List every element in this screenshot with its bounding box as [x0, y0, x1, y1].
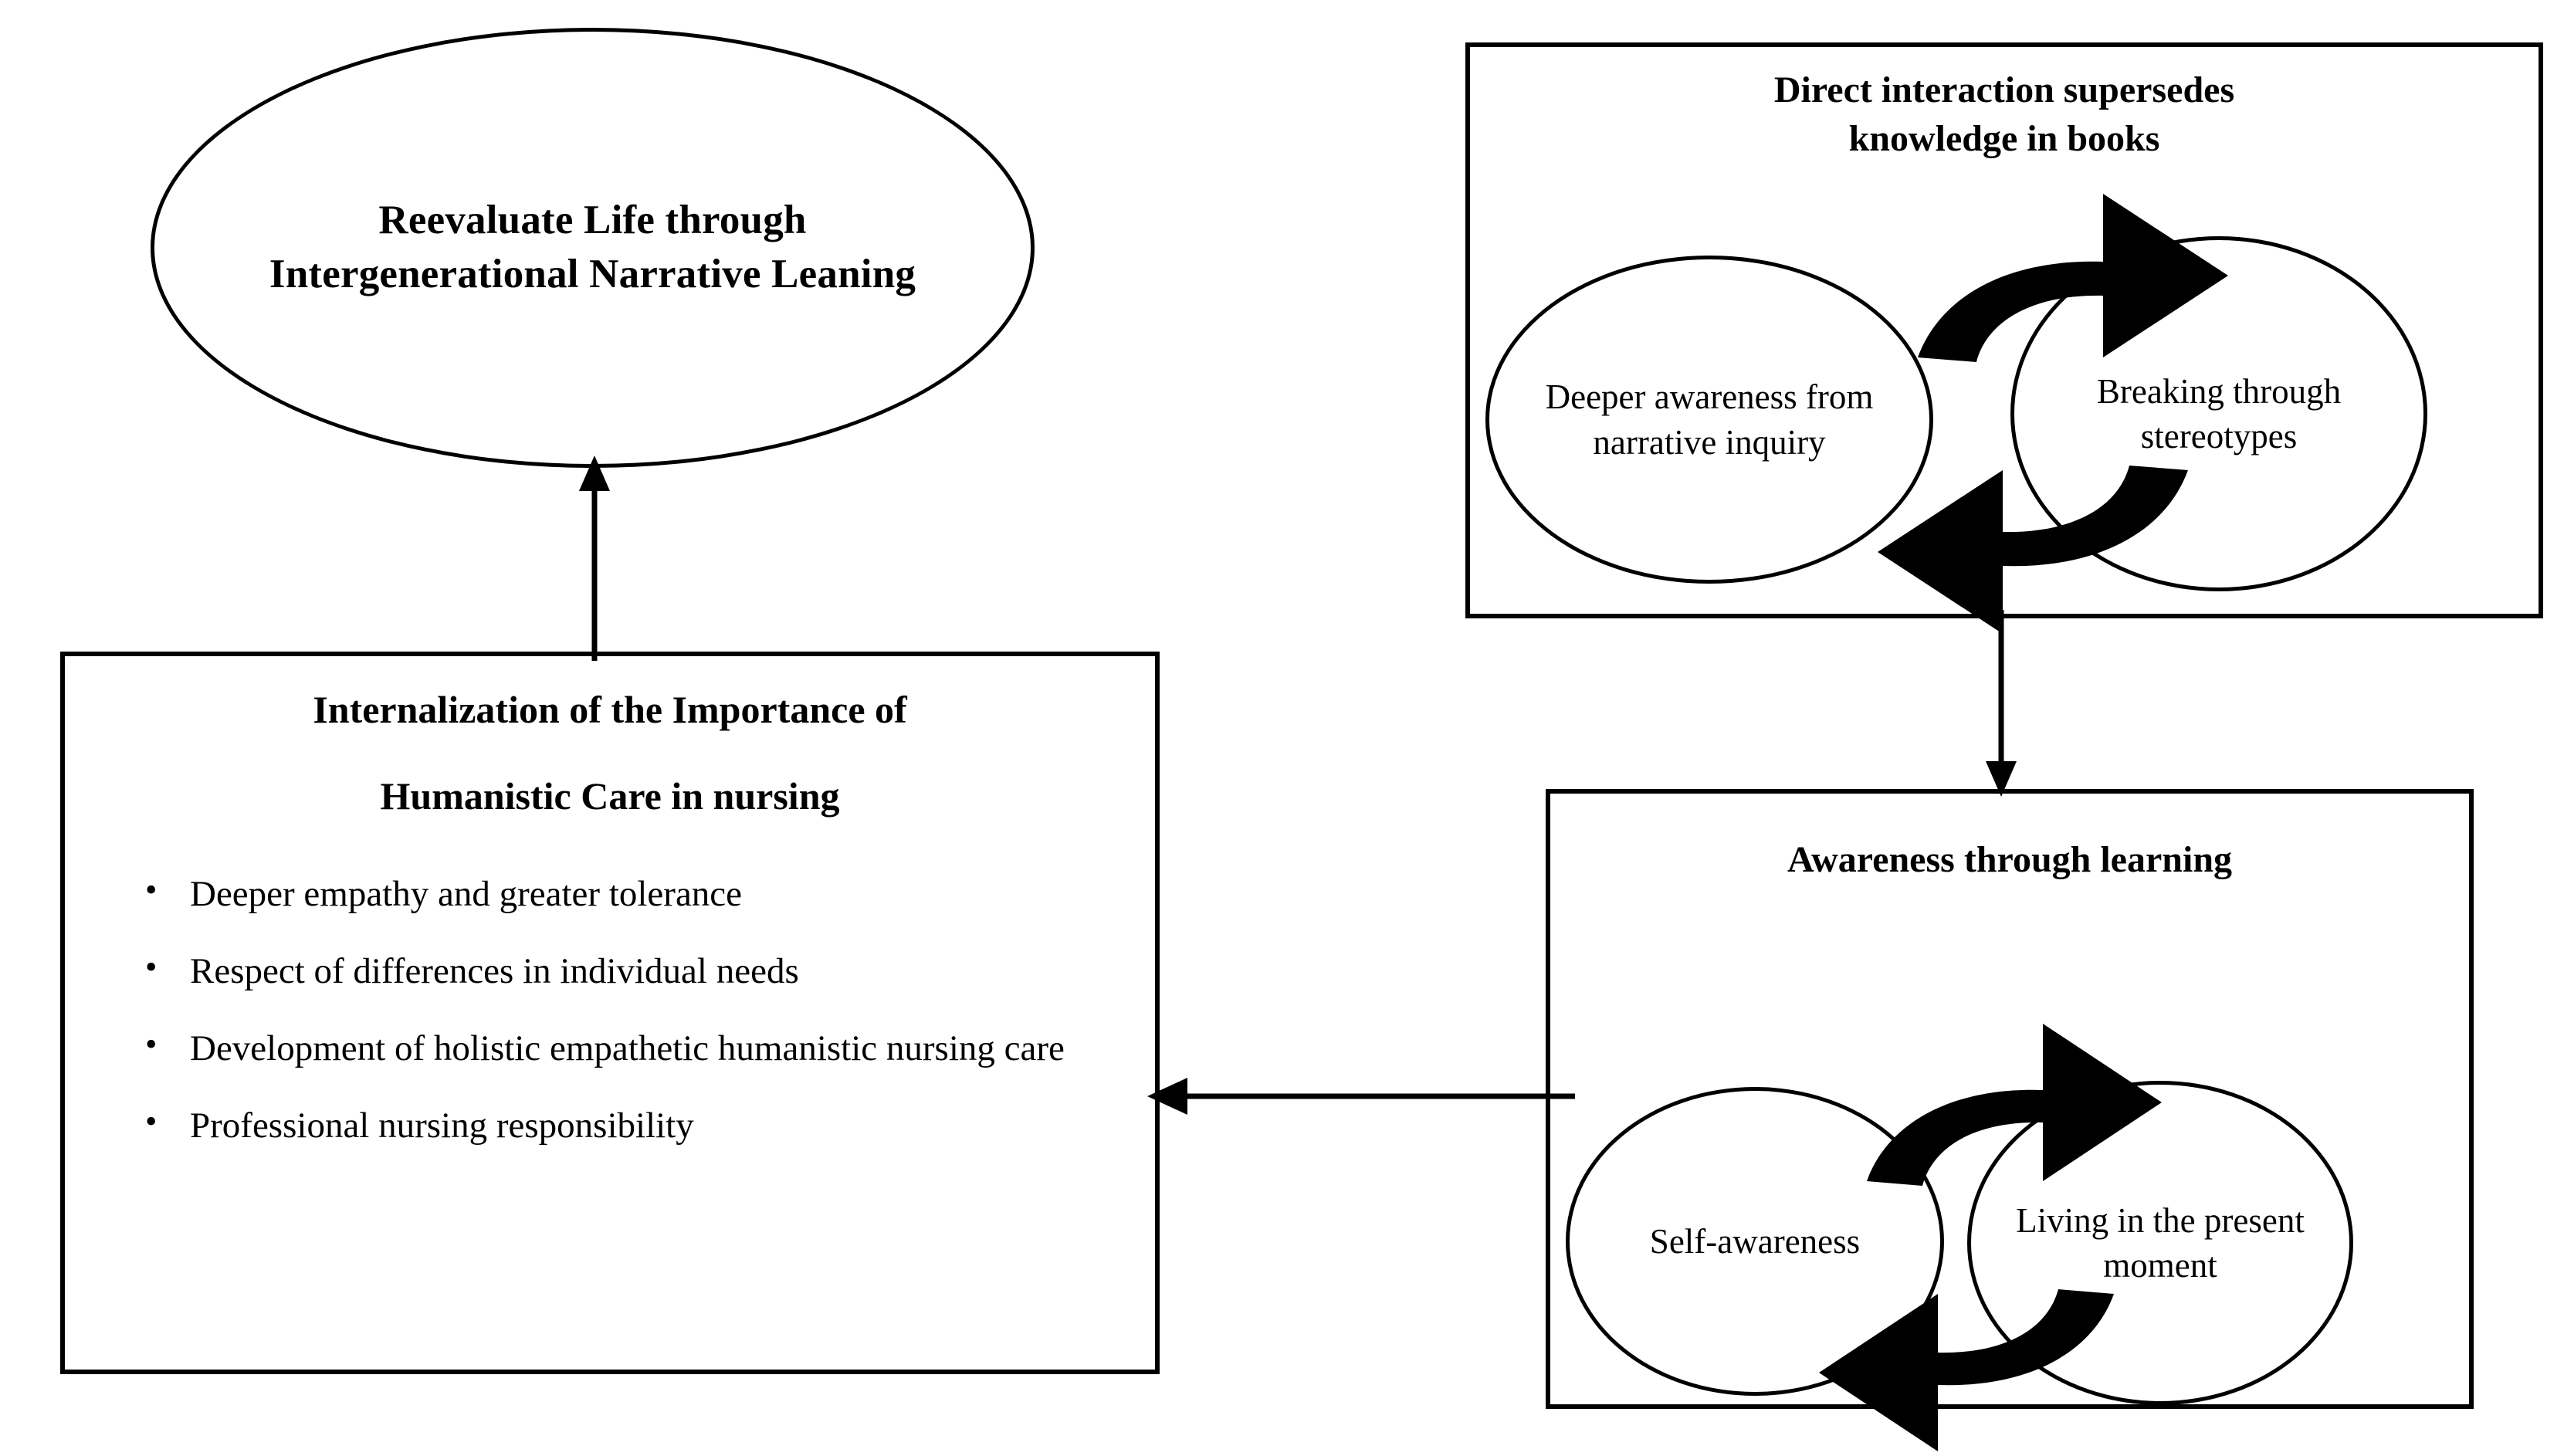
ellipse-deeper-awareness: Deeper awareness from narrative inquiry [1485, 256, 1933, 584]
internalization-title-line1: Internalization of the Importance of [313, 688, 907, 731]
main-outcome-ellipse: Reevaluate Life through Intergenerationa… [151, 28, 1035, 468]
arrow-left-icon [1147, 1078, 1575, 1115]
ellipse-self-awareness-label: Self-awareness [1649, 1221, 1861, 1261]
ellipse-self-awareness: Self-awareness [1566, 1087, 1944, 1396]
internalization-box: Internalization of the Importance of Hum… [60, 652, 1160, 1374]
direct-interaction-title-line2: knowledge in books [1848, 118, 2160, 160]
list-item: Development of holistic empathetic human… [141, 1023, 1124, 1072]
list-item: Deeper empathy and greater tolerance [141, 869, 1124, 917]
list-item: Respect of differences in individual nee… [141, 946, 1124, 994]
internalization-title: Internalization of the Importance of Hum… [65, 656, 1155, 815]
arrow-up-icon [579, 455, 610, 661]
direct-interaction-box: Direct interaction supersedes knowledge … [1465, 42, 2543, 634]
main-outcome-label: Reevaluate Life through Intergenerationa… [261, 194, 925, 302]
direct-interaction-title: Direct interaction supersedes knowledge … [1470, 47, 2539, 164]
awareness-through-learning-title: Awareness through learning [1787, 839, 2233, 880]
main-outcome-line1: Reevaluate Life through [378, 198, 807, 243]
arrow-down-icon [1986, 610, 2017, 797]
ellipse-deeper-awareness-label: Deeper awareness from narrative inquiry [1545, 378, 1874, 462]
ellipse-living-present-label: Living in the present moment [2016, 1200, 2305, 1285]
internalization-title-line2: Humanistic Care in nursing [380, 774, 840, 818]
ellipse-breaking-stereotypes: Breaking through stereotypes [2010, 236, 2427, 591]
internalization-bullet-list: Deeper empathy and greater tolerance Res… [65, 815, 1155, 1150]
main-outcome-line2: Intergenerational Narrative Leaning [269, 252, 916, 296]
ellipse-living-in-the-present-moment: Living in the present moment [1967, 1081, 2353, 1405]
direct-interaction-title-line1: Direct interaction supersedes [1773, 69, 2235, 110]
list-item: Professional nursing responsibility [141, 1100, 1124, 1149]
ellipse-breaking-stereotypes-label: Breaking through stereotypes [2096, 371, 2342, 456]
awareness-through-learning-box: Awareness through learning Self-awarenes… [1546, 789, 2474, 1451]
